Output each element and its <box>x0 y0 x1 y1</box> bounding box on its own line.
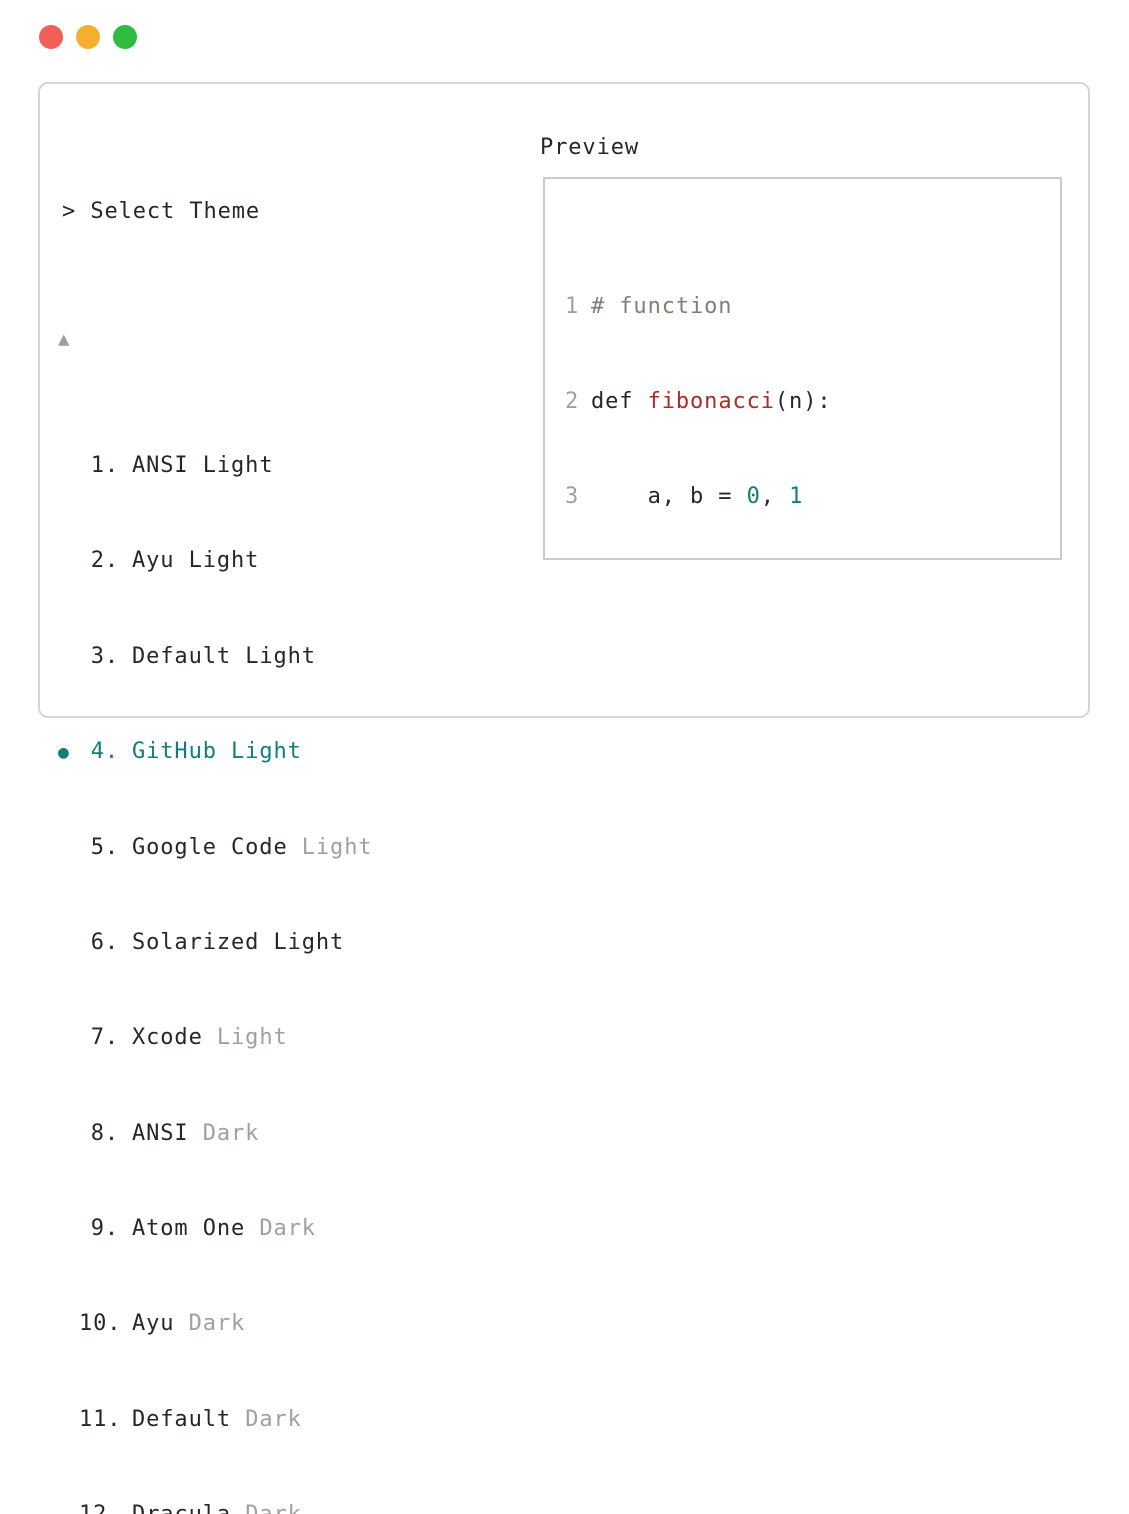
code-line: 1# function <box>565 293 733 319</box>
preview-label: Preview <box>540 135 640 160</box>
scroll-up-icon[interactable]: ▲ <box>58 327 71 350</box>
theme-list-item-ayu-light[interactable]: 2.Ayu Light <box>90 548 260 574</box>
theme-list-item-ayu-dark[interactable]: 10.Ayu Dark <box>79 1311 246 1337</box>
theme-list-item-ansi-light[interactable]: 1.ANSI Light <box>90 452 274 478</box>
prompt-chevron-icon: > <box>62 198 77 224</box>
theme-list-item-solarized-light[interactable]: 6.Solarized Light <box>90 929 345 955</box>
theme-list-item-dracula-dark[interactable]: 12.Dracula Dark <box>62 1499 1088 1514</box>
close-button[interactable] <box>39 25 63 49</box>
theme-list-item-github-light-selected[interactable]: ●4.GitHub Light <box>58 736 1088 768</box>
theme-list-item-xcode-light[interactable]: 7.Xcode Light <box>90 1025 288 1051</box>
scroll-up-row: ▲ <box>58 323 1088 355</box>
selected-bullet-icon: ● <box>58 742 70 764</box>
zoom-button[interactable] <box>113 25 137 49</box>
minimize-button[interactable] <box>76 25 100 49</box>
panel-title-row: > Select Theme <box>62 196 1088 228</box>
theme-list-item-default-light[interactable]: 3.Default Light <box>90 643 316 669</box>
theme-list-item-ansi-dark[interactable]: 8.ANSI Dark <box>90 1120 260 1146</box>
window-controls <box>0 0 1129 49</box>
theme-list-item-google-code-light[interactable]: 5.Google Code Light <box>90 834 373 860</box>
theme-list-item-atom-one-dark[interactable]: 9.Atom One Dark <box>90 1216 316 1242</box>
panel-title <box>76 199 90 224</box>
code-line: 3 a, b = 0, 1 <box>565 484 804 510</box>
page-title: Select Theme <box>90 198 261 224</box>
theme-list-item-default-dark[interactable]: 11.Default Dark <box>79 1406 302 1432</box>
theme-picker-window: > Select Theme ▲ 1.ANSI Light 2.Ayu Ligh… <box>38 82 1090 1514</box>
